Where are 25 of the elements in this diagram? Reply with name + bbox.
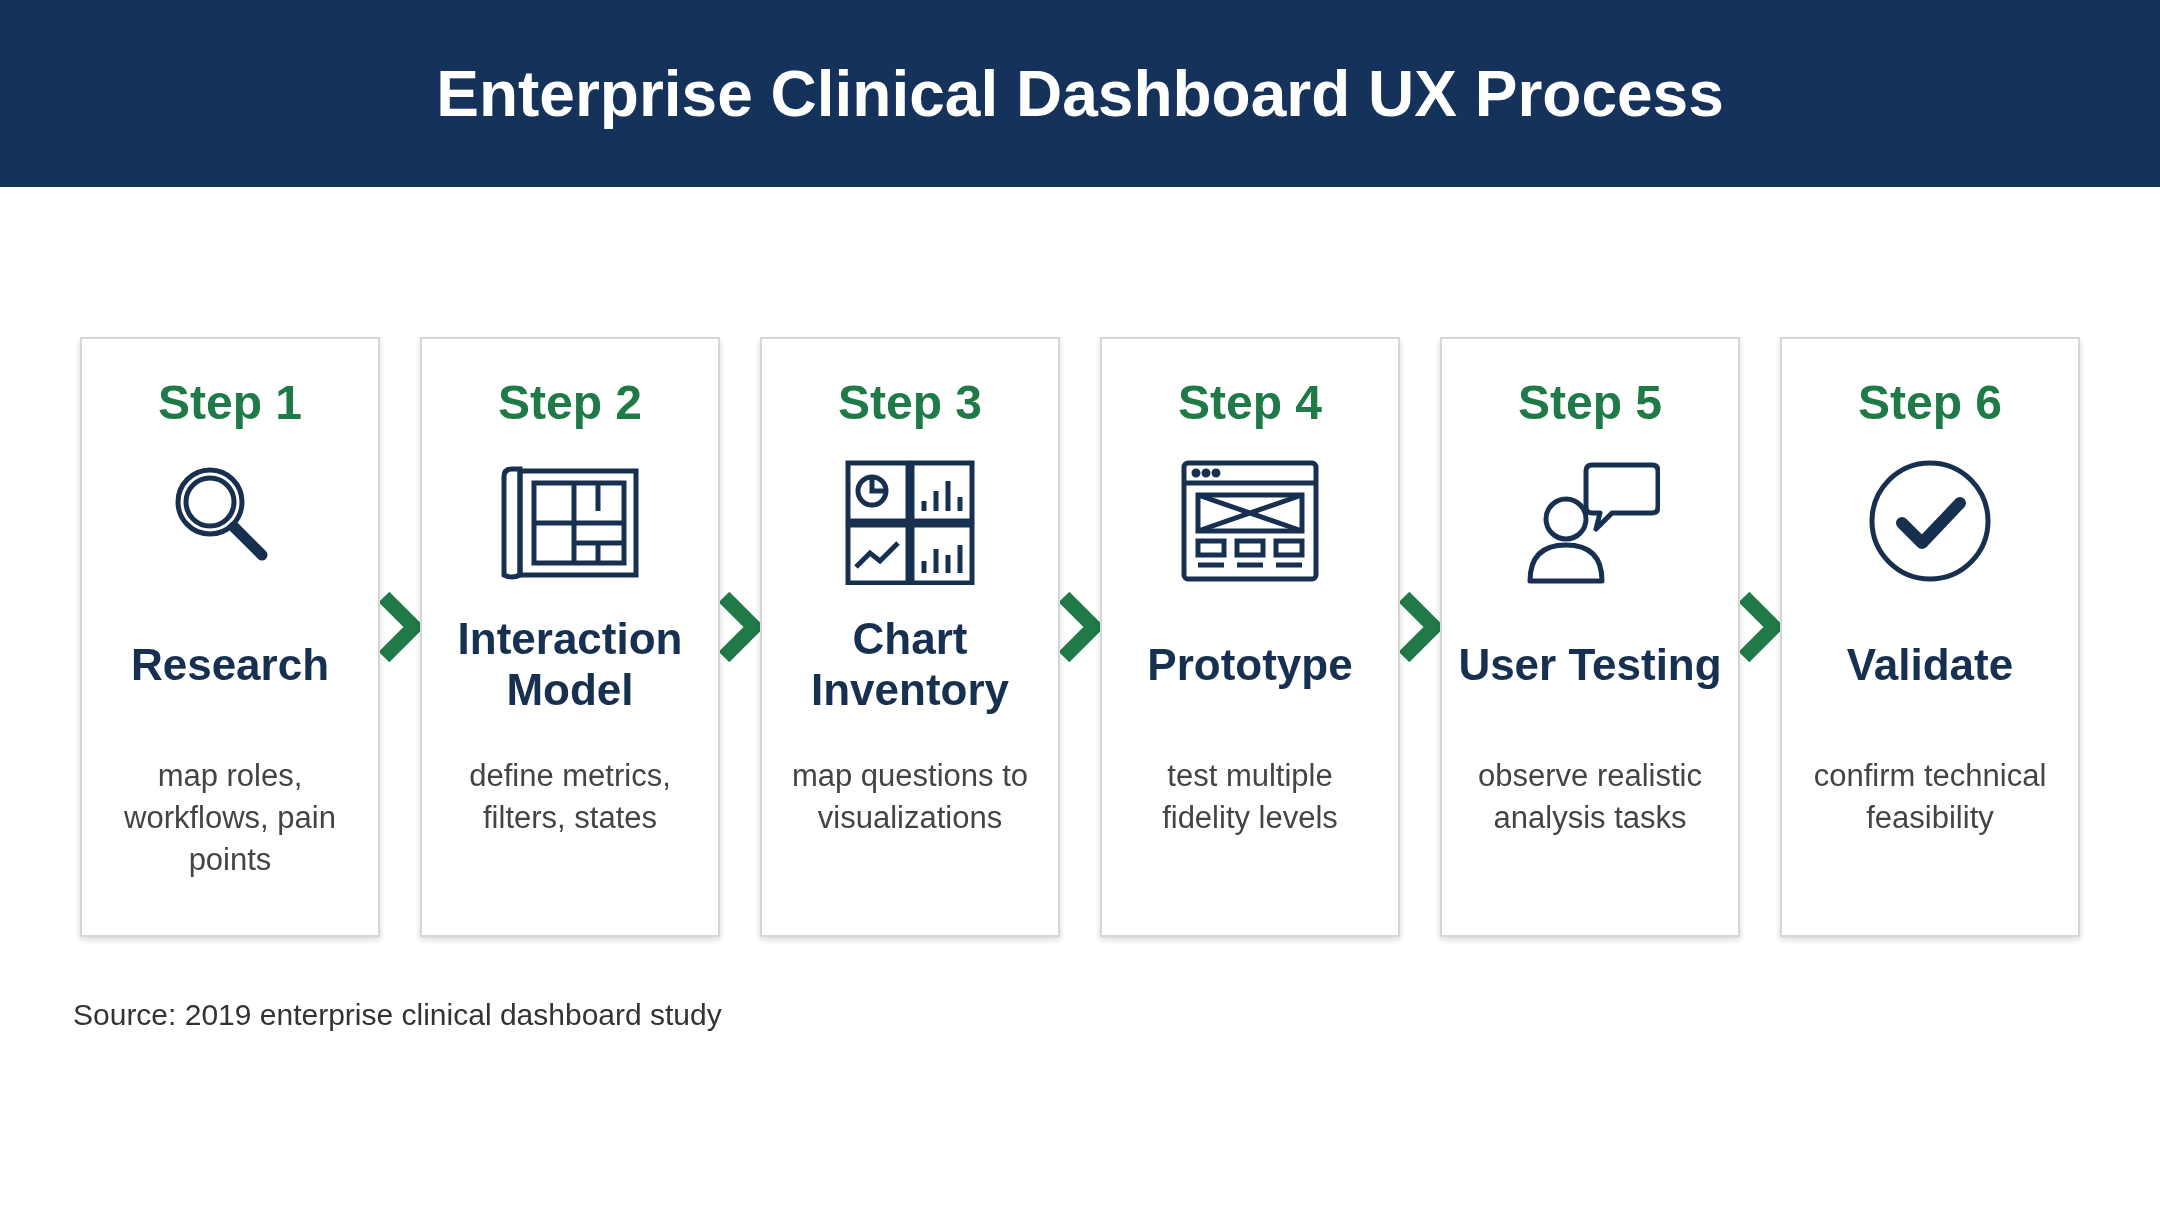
- step-title: Chart Inventory: [809, 614, 1010, 716]
- step-card: [420, 337, 720, 937]
- step-number: Step 6: [1857, 379, 2002, 431]
- step-description: test multiple fidelity levels: [1161, 757, 1339, 837]
- step-number: Step 4: [1177, 379, 1322, 431]
- step-description: define metrics, filters, states: [468, 757, 672, 837]
- step-description: confirm technical feasibility: [1812, 757, 2048, 837]
- step-number: Step 5: [1517, 379, 1662, 431]
- step-title: Interaction Model: [456, 614, 684, 716]
- step-description: map roles, workflows, pain points: [123, 757, 337, 879]
- step-number: Step 3: [837, 379, 982, 431]
- step-number: Step 2: [497, 379, 642, 431]
- step-description: observe realistic analysis tasks: [1477, 757, 1703, 837]
- step-number: Step 1: [157, 379, 302, 431]
- step-card: [80, 337, 380, 937]
- step-title: Prototype: [1146, 639, 1354, 691]
- step-card: [1100, 337, 1400, 937]
- step-title: Research: [129, 639, 331, 691]
- step-card: [1440, 337, 1740, 937]
- step-card: [1780, 337, 2080, 937]
- step-description: map questions to visualizations: [790, 757, 1030, 837]
- step-title: User Testing: [1457, 639, 1723, 691]
- source-note: Source: 2019 enterprise clinical dashboard study: [73, 997, 722, 1033]
- step-card: [760, 337, 1060, 937]
- step-title: Validate: [1845, 639, 2015, 691]
